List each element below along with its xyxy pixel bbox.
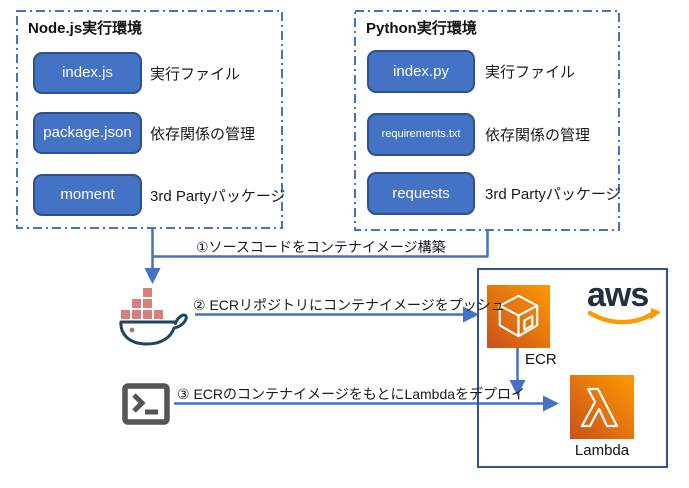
- row-label-3rdparty: 3rd Partyパッケージ: [485, 186, 621, 203]
- file-chip-label: requests: [392, 184, 450, 202]
- row-label-exec-file: 実行ファイル: [485, 64, 576, 81]
- docker-containers: [121, 288, 163, 319]
- file-chip-indexjs: index.js: [33, 52, 142, 94]
- docker-icon: [119, 288, 188, 346]
- step2-push-label: ② ECRリポジトリにコンテナイメージをプッシュ: [193, 297, 505, 313]
- file-chip-label: index.py: [393, 62, 449, 80]
- python-env-border: [354, 10, 620, 231]
- lambda-glyph: [580, 387, 619, 428]
- aws-logo-text: aws: [587, 276, 648, 314]
- ecr-cube-glyph: [498, 294, 539, 338]
- file-chip-requirementstxt: requirements.txt: [367, 113, 475, 156]
- row-label-3rdparty: 3rd Partyパッケージ: [150, 187, 286, 205]
- file-chip-packagejson: package.json: [33, 112, 142, 154]
- nodejs-env-box: Node.js実行環境 index.js 実行ファイル package.json…: [17, 11, 286, 228]
- docker-whale-eye: [129, 327, 135, 333]
- ecr-icon: [487, 285, 550, 348]
- aws-logo: aws: [587, 276, 661, 325]
- aws-smile-arrow-icon: [587, 310, 655, 325]
- row-label-dependency: 依存関係の管理: [485, 127, 591, 144]
- docker-whale-body: [119, 313, 188, 346]
- file-chip-moment: moment: [33, 174, 142, 216]
- nodejs-env-border: [16, 10, 283, 229]
- aws-smile-arrow-tip: [650, 308, 661, 320]
- python-env-box: Python実行環境 index.py 実行ファイル requirements.…: [355, 11, 621, 230]
- step1-build-label: ①ソースコードをコンテナイメージ構築: [196, 239, 446, 255]
- file-chip-indexpy: index.py: [367, 50, 475, 93]
- aws-box: aws ECR: [477, 268, 668, 468]
- file-chip-requests: requests: [367, 172, 475, 215]
- step3-deploy-label: ③ ECRのコンテナイメージをもとにLambdaをデプロイ: [177, 386, 526, 402]
- lambda-label: Lambda: [574, 442, 630, 459]
- file-chip-label: package.json: [43, 124, 132, 141]
- file-chip-label: moment: [60, 186, 115, 203]
- file-chip-label: index.js: [62, 64, 113, 81]
- row-label-exec-file: 実行ファイル: [150, 65, 241, 83]
- row-label-dependency: 依存関係の管理: [150, 125, 256, 143]
- nodejs-env-title: Node.js実行環境: [28, 20, 143, 37]
- terminal-icon: [122, 383, 170, 425]
- lambda-icon: [570, 375, 634, 439]
- file-chip-label: requirements.txt: [381, 127, 461, 140]
- python-env-title: Python実行環境: [366, 20, 477, 37]
- ecr-label: ECR: [525, 351, 557, 368]
